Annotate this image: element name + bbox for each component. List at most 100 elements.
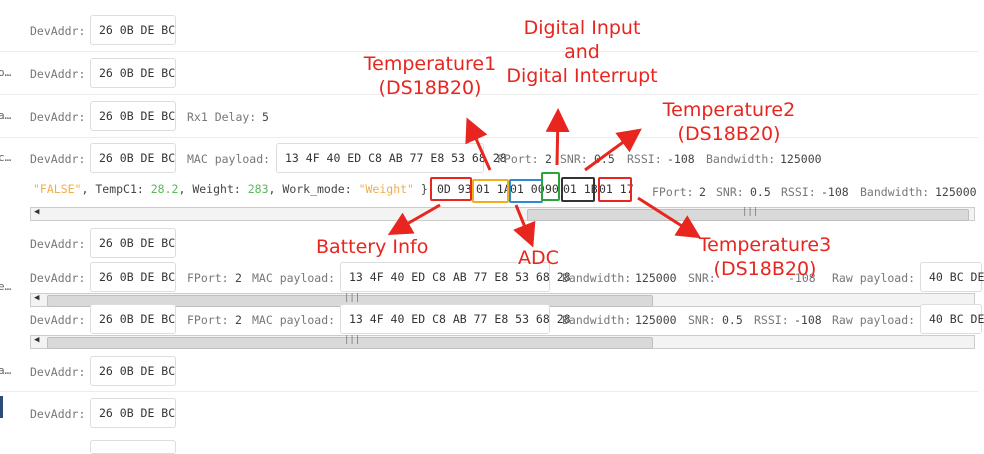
scroll-left-icon[interactable]: ◀	[34, 207, 40, 217]
rssi-label: RSSI:	[754, 313, 789, 327]
frame-row-7: DevAddr: 26 0B DE BC FPort: 2 MAC payloa…	[0, 304, 984, 338]
scroll-thumb[interactable]: |||	[47, 335, 653, 349]
scroll-thumb[interactable]: |||	[527, 207, 969, 221]
devaddr-field[interactable]: 26 0B DE BC	[90, 356, 176, 386]
snr-value: 0.5	[750, 185, 771, 199]
fport-label: FPort:	[652, 185, 694, 199]
devaddr-label: DevAddr:	[30, 24, 86, 38]
fport-label: FPort:	[187, 271, 229, 285]
frame-row-9: DevAddr: 26 0B DE BC	[0, 398, 978, 432]
tempc1-value: 28.2	[150, 182, 179, 196]
scroll-grip-icon: |||	[742, 207, 759, 217]
weight-value: 283	[247, 182, 269, 196]
truncated-text: a…	[0, 364, 12, 377]
mac-payload-field[interactable]: 13 4F 40 ED C8 AB 77 E8 53 68 28	[340, 262, 571, 292]
mac-payload-label: MAC payload:	[252, 271, 336, 285]
truncated-text: e…	[0, 280, 12, 293]
closing-brace: }	[420, 182, 428, 196]
bandwidth-label: Bandwidth:	[562, 313, 632, 327]
bandwidth-label: Bandwidth:	[706, 152, 776, 166]
devaddr-field[interactable]: 26 0B DE BC	[90, 15, 176, 45]
battery-highlight	[430, 177, 472, 201]
frame-row-6: e… DevAddr: 26 0B DE BC FPort: 2 MAC pay…	[0, 262, 984, 296]
frame-row-8: a… DevAddr: 26 0B DE BC	[0, 356, 978, 390]
horizontal-scrollbar[interactable]: ◀ |||	[30, 207, 975, 221]
annotation-digital: Digital Input and Digital Interrupt	[506, 17, 658, 87]
bandwidth-value: 125000	[935, 185, 977, 199]
bandwidth-value: 125000	[780, 152, 822, 166]
scroll-left-icon[interactable]: ◀	[34, 335, 40, 345]
fport-label: FPort:	[497, 152, 539, 166]
horizontal-scrollbar[interactable]: ◀ |||	[30, 335, 975, 349]
fport-value: 2	[699, 185, 706, 199]
temperature1-highlight	[472, 179, 509, 203]
snr-label: SNR:	[688, 271, 716, 285]
fport-value: 2	[235, 313, 242, 327]
fport-value: 2	[545, 152, 552, 166]
devaddr-field[interactable]: 26 0B DE BC	[90, 304, 176, 334]
bandwidth-label: Bandwidth:	[860, 185, 930, 199]
raw-payload-label: Raw payload:	[832, 313, 916, 327]
mac-payload-field[interactable]: 13 4F 40 ED C8 AB 77 E8 53 68 28	[340, 304, 571, 334]
fport-label: FPort:	[187, 313, 229, 327]
devaddr-label: DevAddr:	[30, 271, 86, 285]
left-edge-marker	[0, 396, 3, 418]
devaddr-field[interactable]: 26 0B DE BC	[90, 101, 176, 131]
snr-value: 0.5	[722, 313, 743, 327]
frame-row-5: DevAddr: 26 0B DE BC	[0, 228, 978, 262]
rssi-value: -108	[788, 271, 816, 285]
rssi-value: -108	[667, 152, 695, 166]
annotation-temperature1: Temperature1 (DS18B20)	[363, 53, 497, 99]
devaddr-field[interactable]: 26 0B DE BC	[90, 58, 176, 88]
scroll-grip-icon: |||	[344, 335, 361, 345]
work-mode-key: Work_mode:	[282, 182, 352, 196]
rx1-delay-value: 5	[262, 110, 269, 124]
devaddr-label: DevAddr:	[30, 313, 86, 327]
truncated-text: c…	[0, 151, 12, 164]
devaddr-label: DevAddr:	[30, 407, 86, 421]
byte-temperature3: 01 17	[599, 182, 634, 196]
bandwidth-value: 125000	[635, 271, 677, 285]
frame-row-4: c… DevAddr: 26 0B DE BC MAC payload: 13 …	[0, 143, 978, 177]
snr-label: SNR:	[716, 185, 744, 199]
mac-payload-label: MAC payload:	[252, 313, 336, 327]
raw-payload-field[interactable]: 40 BC DE	[920, 304, 984, 334]
rssi-label: RSSI:	[781, 185, 816, 199]
byte-digital: 90	[545, 182, 559, 196]
devaddr-field[interactable]: 26 0B DE BC	[90, 262, 176, 292]
byte-temperature1: 01 1A	[476, 182, 511, 196]
byte-temperature2: 01 1B	[563, 182, 598, 196]
devaddr-label: DevAddr:	[30, 237, 86, 251]
annotation-adc: ADC	[518, 247, 559, 269]
devaddr-label: DevAddr:	[30, 365, 86, 379]
temperature3-highlight	[598, 177, 632, 202]
devaddr-field[interactable]: 26 0B DE BC	[90, 143, 176, 173]
devaddr-field[interactable]: 26 0B DE BC	[90, 228, 176, 258]
scroll-grip-icon: |||	[344, 293, 361, 303]
work-mode-value: "Weight"	[358, 182, 414, 196]
annotation-temperature3: Temperature3 (DS18B20)	[698, 234, 832, 280]
scroll-left-icon[interactable]: ◀	[34, 293, 40, 303]
digital-highlight	[541, 172, 560, 201]
snr-label: SNR:	[688, 313, 716, 327]
mac-payload-label: MAC payload:	[187, 152, 271, 166]
frame-row-1: DevAddr: 26 0B DE BC	[0, 15, 978, 49]
raw-payload-field[interactable]: 40 BC DE	[920, 262, 984, 292]
devaddr-label: DevAddr:	[30, 152, 86, 166]
devaddr-field[interactable]: 26 0B DE BC	[90, 398, 176, 428]
devaddr-label: DevAddr:	[30, 110, 86, 124]
weight-key: Weight:	[192, 182, 241, 196]
rssi-value: -108	[821, 185, 849, 199]
rssi-label: RSSI:	[627, 152, 662, 166]
rssi-value: -108	[794, 313, 822, 327]
temperature2-highlight	[561, 177, 595, 202]
byte-adc: 01 00	[510, 182, 545, 196]
snr-value: 0.5	[594, 152, 615, 166]
fport-value: 2	[235, 271, 242, 285]
annotation-battery: Battery Info	[316, 236, 429, 258]
raw-payload-label: Raw payload:	[832, 271, 916, 285]
tempc1-key: TempC1:	[95, 182, 144, 196]
devaddr-label: DevAddr:	[30, 67, 86, 81]
false-string: "FALSE"	[33, 182, 82, 196]
